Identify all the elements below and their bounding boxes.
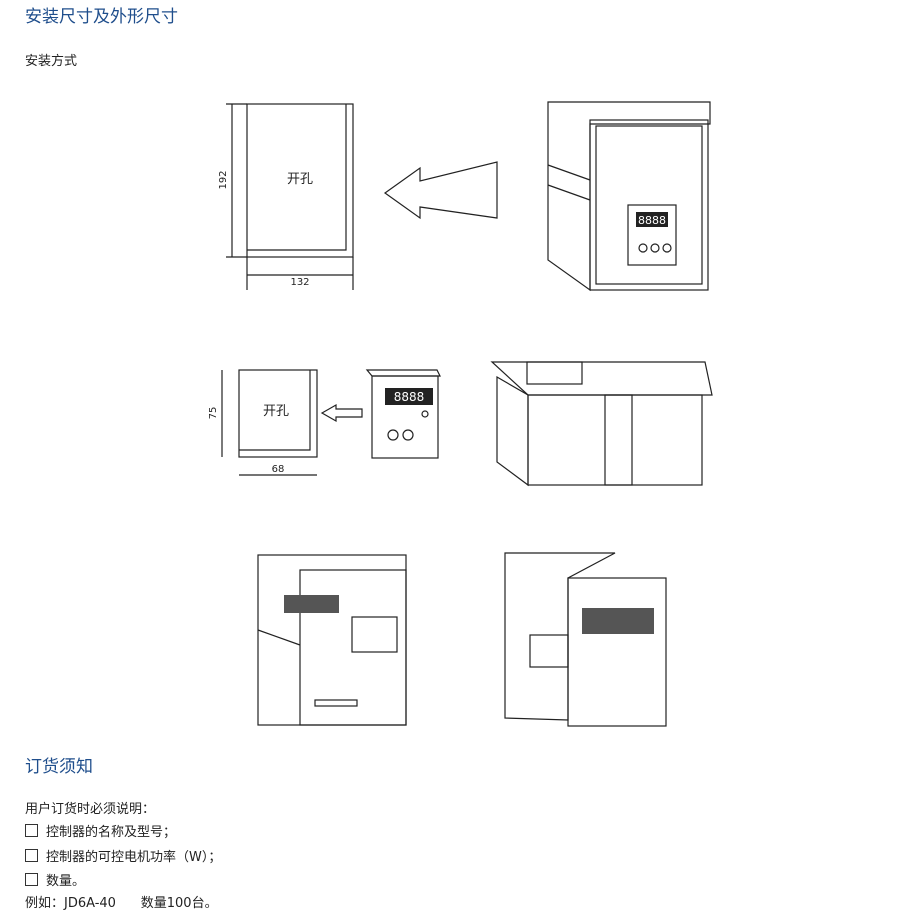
section-title-installation: 安装尺寸及外形尺寸 (25, 7, 178, 27)
cutout-drawing-small: 开孔 75 68 (208, 369, 318, 476)
checkbox (25, 873, 38, 886)
ordering-item-2: 控制器的可控电机功率（W）； (25, 846, 221, 865)
checkbox (25, 849, 38, 862)
svg-text:8888: 8888 (638, 214, 666, 227)
ordering-item-1: 控制器的名称及型号； (25, 821, 176, 840)
controller-rear-view-left (257, 554, 407, 726)
subtitle-mounting: 安装方式 (25, 54, 78, 69)
controller-rear-view-right (504, 552, 667, 727)
svg-text:192: 192 (218, 170, 229, 189)
svg-text:开孔: 开孔 (263, 404, 289, 419)
arrow-left-small (320, 403, 363, 423)
cutout-drawing-large: 开孔 192 132 (218, 103, 354, 290)
controller-front-view: 8888 (365, 369, 441, 459)
ordering-intro: 用户订货时必须说明： (25, 802, 156, 817)
ordering-item-3: 数量。 (25, 870, 85, 889)
svg-text:8888: 8888 (394, 390, 425, 404)
arrow-left-large (383, 161, 498, 220)
checkbox (25, 824, 38, 837)
section-title-ordering: 订货须知 (25, 757, 93, 777)
svg-text:132: 132 (290, 277, 309, 288)
controller-large-view: 8888 (547, 101, 711, 292)
ordering-example: 例如：JD6A-40 数量100台。 (25, 896, 218, 911)
svg-text:75: 75 (208, 407, 219, 420)
controller-top-view (490, 361, 713, 487)
svg-text:68: 68 (272, 464, 285, 475)
svg-text:开孔: 开孔 (287, 172, 313, 187)
